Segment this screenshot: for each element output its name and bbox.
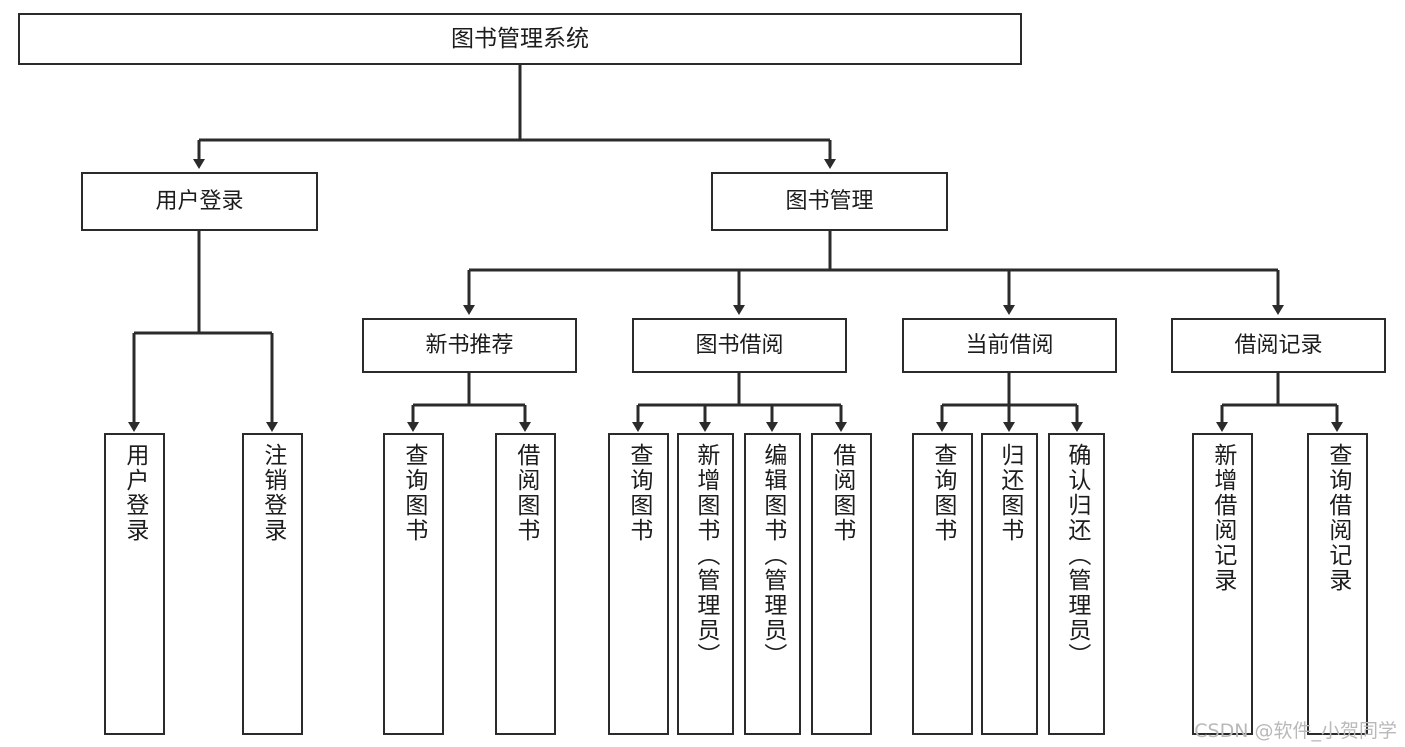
leaf-confirm-return-admin[interactable]: 确认归还（管理员） — [1048, 433, 1105, 735]
leaf-borrow-book[interactable]: 借阅图书 — [811, 433, 872, 735]
node-label: 归还图书 — [996, 443, 1023, 543]
node-label: 查询图书 — [400, 443, 427, 543]
leaf-add-borrow-record[interactable]: 新增借阅记录 — [1192, 433, 1253, 735]
node-label: 查询借阅记录 — [1324, 443, 1351, 593]
leaf-return-book[interactable]: 归还图书 — [981, 433, 1038, 735]
leaf-query-book-current[interactable]: 查询图书 — [912, 433, 973, 735]
node-label: 借阅图书 — [512, 443, 539, 543]
node-label: 新书推荐 — [425, 332, 514, 358]
node-label: 新增图书（管理员） — [692, 443, 719, 668]
node-label: 新增借阅记录 — [1209, 443, 1236, 593]
node-new-book-recommend[interactable]: 新书推荐 — [362, 318, 577, 373]
leaf-edit-book-admin[interactable]: 编辑图书（管理员） — [744, 433, 801, 735]
leaf-logout[interactable]: 注销登录 — [242, 433, 303, 735]
node-label: 图书管理系统 — [451, 25, 589, 52]
leaf-query-borrow-record[interactable]: 查询借阅记录 — [1307, 433, 1368, 735]
node-label: 用户登录 — [155, 188, 244, 214]
node-label: 用户登录 — [121, 443, 148, 543]
node-borrow-record[interactable]: 借阅记录 — [1171, 318, 1386, 373]
node-book-borrow[interactable]: 图书借阅 — [632, 318, 847, 373]
node-root-book-management-system[interactable]: 图书管理系统 — [18, 13, 1022, 65]
node-label: 图书借阅 — [695, 332, 784, 358]
node-user-login[interactable]: 用户登录 — [81, 172, 318, 231]
leaf-user-login[interactable]: 用户登录 — [104, 433, 165, 735]
leaf-query-book-borrow[interactable]: 查询图书 — [608, 433, 669, 735]
node-label: 注销登录 — [259, 443, 286, 543]
node-label: 编辑图书（管理员） — [759, 443, 786, 668]
leaf-borrow-book-recommend[interactable]: 借阅图书 — [495, 433, 556, 735]
node-label: 当前借阅 — [965, 332, 1054, 358]
node-label: 借阅记录 — [1234, 332, 1323, 358]
leaf-query-book-recommend[interactable]: 查询图书 — [383, 433, 444, 735]
node-label: 图书管理 — [785, 188, 874, 214]
node-label: 借阅图书 — [828, 443, 855, 543]
node-book-management[interactable]: 图书管理 — [711, 172, 948, 231]
node-label: 查询图书 — [625, 443, 652, 543]
node-label: 查询图书 — [929, 443, 956, 543]
node-current-borrow[interactable]: 当前借阅 — [902, 318, 1117, 373]
leaf-add-book-admin[interactable]: 新增图书（管理员） — [677, 433, 734, 735]
node-label: 确认归还（管理员） — [1063, 443, 1090, 668]
